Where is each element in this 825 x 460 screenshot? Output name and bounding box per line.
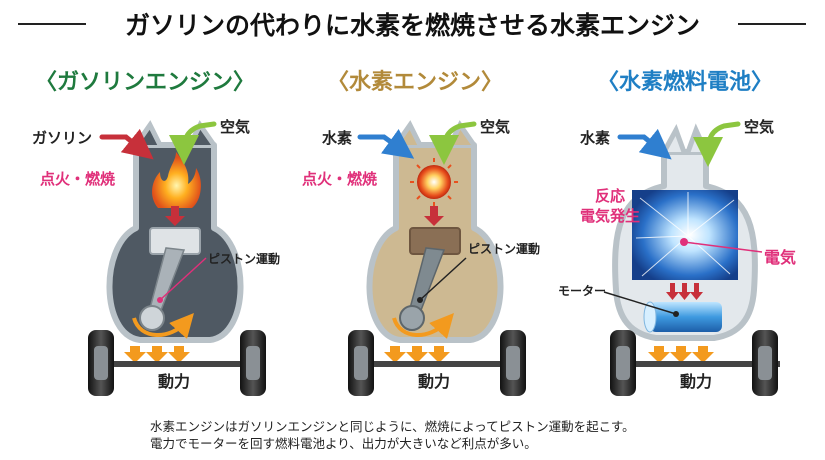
motor-pointer — [603, 291, 677, 315]
title-rule-left — [18, 23, 86, 25]
hydrogen-air-arrow — [429, 121, 477, 165]
gasoline-power-label: 動力 — [158, 372, 191, 391]
caption: 水素エンジンはガソリンエンジンと同じように、燃焼によってピストン運動を起こす。 … — [150, 418, 635, 452]
fuelcell-reaction-line1: 反応 — [595, 187, 626, 205]
fuelcell-fuel-arrow — [617, 128, 672, 160]
gasoline-wheel-left-hub — [94, 346, 108, 380]
gasoline-axle — [98, 361, 258, 367]
motor-pointer-dot — [673, 311, 679, 317]
hydrogen-ignition-label: 点火・燃焼 — [302, 170, 378, 188]
gasoline-ignition-label: 点火・燃焼 — [40, 170, 116, 188]
fuelcell-motor-label: モーター — [558, 284, 607, 298]
gasoline-piston-pointer — [159, 257, 207, 301]
fuelcell-electricity-label: 電気 — [764, 248, 797, 267]
hydrogen-pressure-arrow-head — [424, 216, 444, 226]
hydrogen-axle — [358, 361, 518, 367]
hydrogen-power-label: 動力 — [418, 372, 451, 391]
gasoline-air-label: 空気 — [220, 118, 251, 136]
gasoline-engine-diagram — [88, 120, 266, 396]
title-rule-right — [738, 23, 806, 25]
gasoline-intake-port — [133, 120, 163, 147]
gasoline-pressure-arrow-shaft — [171, 206, 179, 218]
hydrogen-wheel-left-hub — [354, 346, 368, 380]
fuelcell-axle — [620, 361, 780, 367]
gasoline-fuel-label: ガソリン — [32, 129, 93, 147]
page-title: ガソリンの代わりに水素を燃焼させる水素エンジン — [124, 11, 700, 40]
fuelcell-reaction-label: 反応 電気発生 — [580, 186, 640, 226]
hydrogen-engine-diagram — [348, 120, 526, 396]
hydrogen-combustion-burst-icon — [417, 165, 451, 199]
caption-line1: 水素エンジンはガソリンエンジンと同じように、燃焼によってピストン運動を起こす。 — [150, 419, 635, 434]
hydrogen-power-arrows — [384, 346, 450, 363]
caption-line2: 電力でモーターを回す燃料電池より、出力が大きいなど利点が多い。 — [150, 436, 537, 451]
gasoline-wheel-right-hub — [246, 346, 260, 380]
hydrogen-intake-port — [393, 120, 423, 147]
hydrogen-pressure-arrow-shaft — [430, 206, 438, 218]
fuelcell-wheel-right-hub — [758, 346, 772, 380]
gasoline-piston-label: ピストン運動 — [208, 252, 281, 266]
fuelcell-current-arrows — [666, 283, 703, 300]
gasoline-power-arrows — [124, 346, 190, 363]
motor-icon — [650, 302, 722, 332]
hydrogen-wheel-right-hub — [506, 346, 520, 380]
fuelcell-hydrogen-port — [661, 123, 687, 154]
fuelcell-power-label: 動力 — [680, 372, 713, 391]
gasoline-heading: 〈ガソリンエンジン〉 — [34, 70, 255, 95]
hydrogen-air-label: 空気 — [480, 118, 511, 136]
fuelcell-heading: 〈水素燃料電池〉 — [596, 70, 773, 95]
hydrogen-piston-pointer-dot — [417, 297, 423, 303]
gasoline-air-arrow — [169, 121, 217, 165]
fuelcell-diagram — [603, 121, 780, 396]
fuelcell-air-arrow — [693, 121, 741, 167]
hydrogen-piston-pointer — [419, 257, 467, 301]
hydrogen-heading: 〈水素エンジン〉 — [326, 70, 503, 95]
hydrogen-fuel-label: 水素 — [322, 129, 353, 147]
hydrogen-rotation-arrow — [392, 313, 454, 339]
combustion-flame-icon — [152, 152, 201, 208]
fuelcell-power-arrows — [648, 346, 714, 363]
motor-end-cap — [643, 301, 657, 333]
fuelcell-electricity-pointer — [683, 241, 763, 253]
hydrogen-piston-label: ピストン運動 — [468, 242, 541, 256]
title-bar: ガソリンの代わりに水素を燃焼させる水素エンジン — [0, 6, 825, 40]
hydrogen-fuel-arrow — [357, 129, 415, 159]
gasoline-piston-pointer-dot — [157, 297, 163, 303]
fuelcell-wheel-left-hub — [616, 346, 630, 380]
gasoline-fuel-arrow — [99, 128, 154, 160]
fuelcell-air-label: 空気 — [744, 118, 775, 136]
fuelcell-reaction-line2: 電気発生 — [580, 207, 641, 225]
gasoline-crank — [139, 305, 165, 331]
fuelcell-fuel-label: 水素 — [580, 129, 611, 147]
hydrogen-crank — [399, 305, 425, 331]
gasoline-pressure-arrow-head — [165, 216, 185, 226]
fuelcell-air-port — [685, 123, 709, 154]
gasoline-rotation-arrow — [132, 313, 194, 339]
